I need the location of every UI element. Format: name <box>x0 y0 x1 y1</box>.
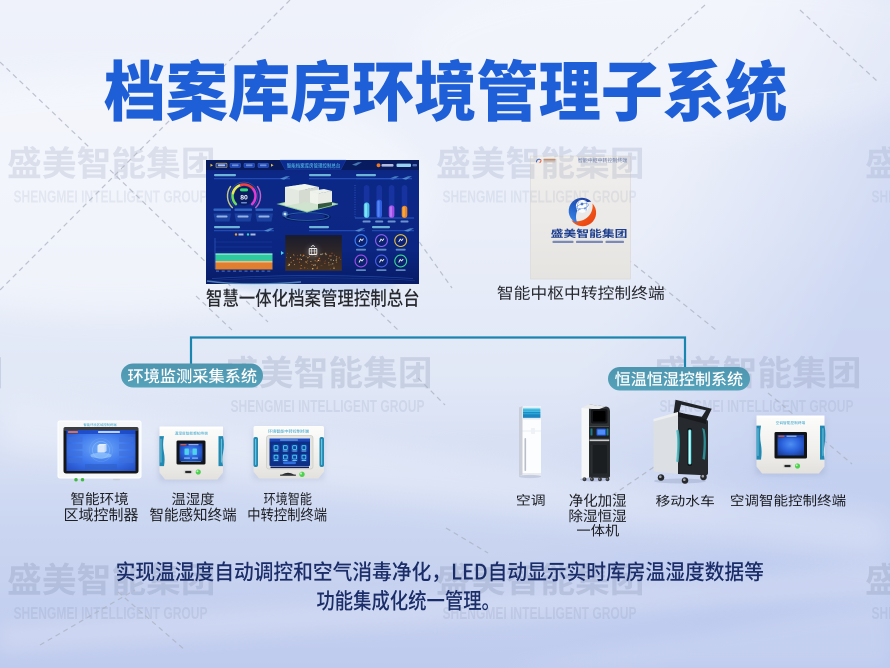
svg-text:SHENGMEI INTELLIGENT GROUP: SHENGMEI INTELLIGENT GROUP <box>872 187 890 207</box>
svg-text:SHENGMEI INTELLIGENT GROUP: SHENGMEI INTELLIGENT GROUP <box>14 603 208 623</box>
svg-text:SHENGMEI INTELLIGENT GROUP: SHENGMEI INTELLIGENT GROUP <box>443 603 637 623</box>
svg-text:SHENGMEI INTELLIGENT GROUP: SHENGMEI INTELLIGENT GROUP <box>231 396 425 416</box>
svg-text:SHENGMEI INTELLIGENT GROUP: SHENGMEI INTELLIGENT GROUP <box>443 187 637 207</box>
svg-text:SHENGMEI INTELLIGENT GROUP: SHENGMEI INTELLIGENT GROUP <box>872 603 890 623</box>
svg-text:80: 80 <box>240 195 248 202</box>
svg-text:SHENGMEI INTELLIGENT GROUP: SHENGMEI INTELLIGENT GROUP <box>14 187 208 207</box>
